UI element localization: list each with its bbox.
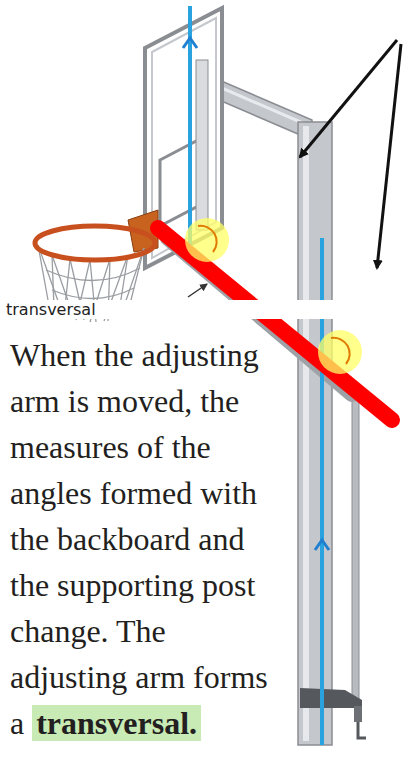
angle-arc — [331, 338, 350, 364]
angle-arc — [198, 226, 217, 252]
parallel-marker — [315, 540, 329, 550]
adjusting-rod — [352, 395, 359, 700]
parallel-marker — [183, 38, 197, 48]
crank-handle — [358, 722, 366, 738]
backboard-bracket — [196, 60, 208, 230]
angle-highlight — [318, 330, 362, 374]
crank-housing — [354, 706, 362, 722]
callout-arrow — [300, 40, 397, 157]
leader-line — [188, 284, 207, 297]
post-highlight — [303, 126, 309, 741]
parallel-line — [188, 6, 192, 262]
callout-arrow — [377, 44, 401, 268]
rim — [35, 226, 155, 260]
note-paragraph: When the adjusting arm is moved, the mea… — [10, 332, 282, 746]
supporting-post — [298, 122, 332, 745]
highlighted-term: transversal. — [32, 705, 201, 741]
base-bracket — [300, 688, 362, 708]
note-text: When the adjusting arm is moved, the mea… — [10, 337, 268, 741]
angle-highlight — [185, 218, 229, 262]
part-label: transversal — [4, 300, 418, 319]
